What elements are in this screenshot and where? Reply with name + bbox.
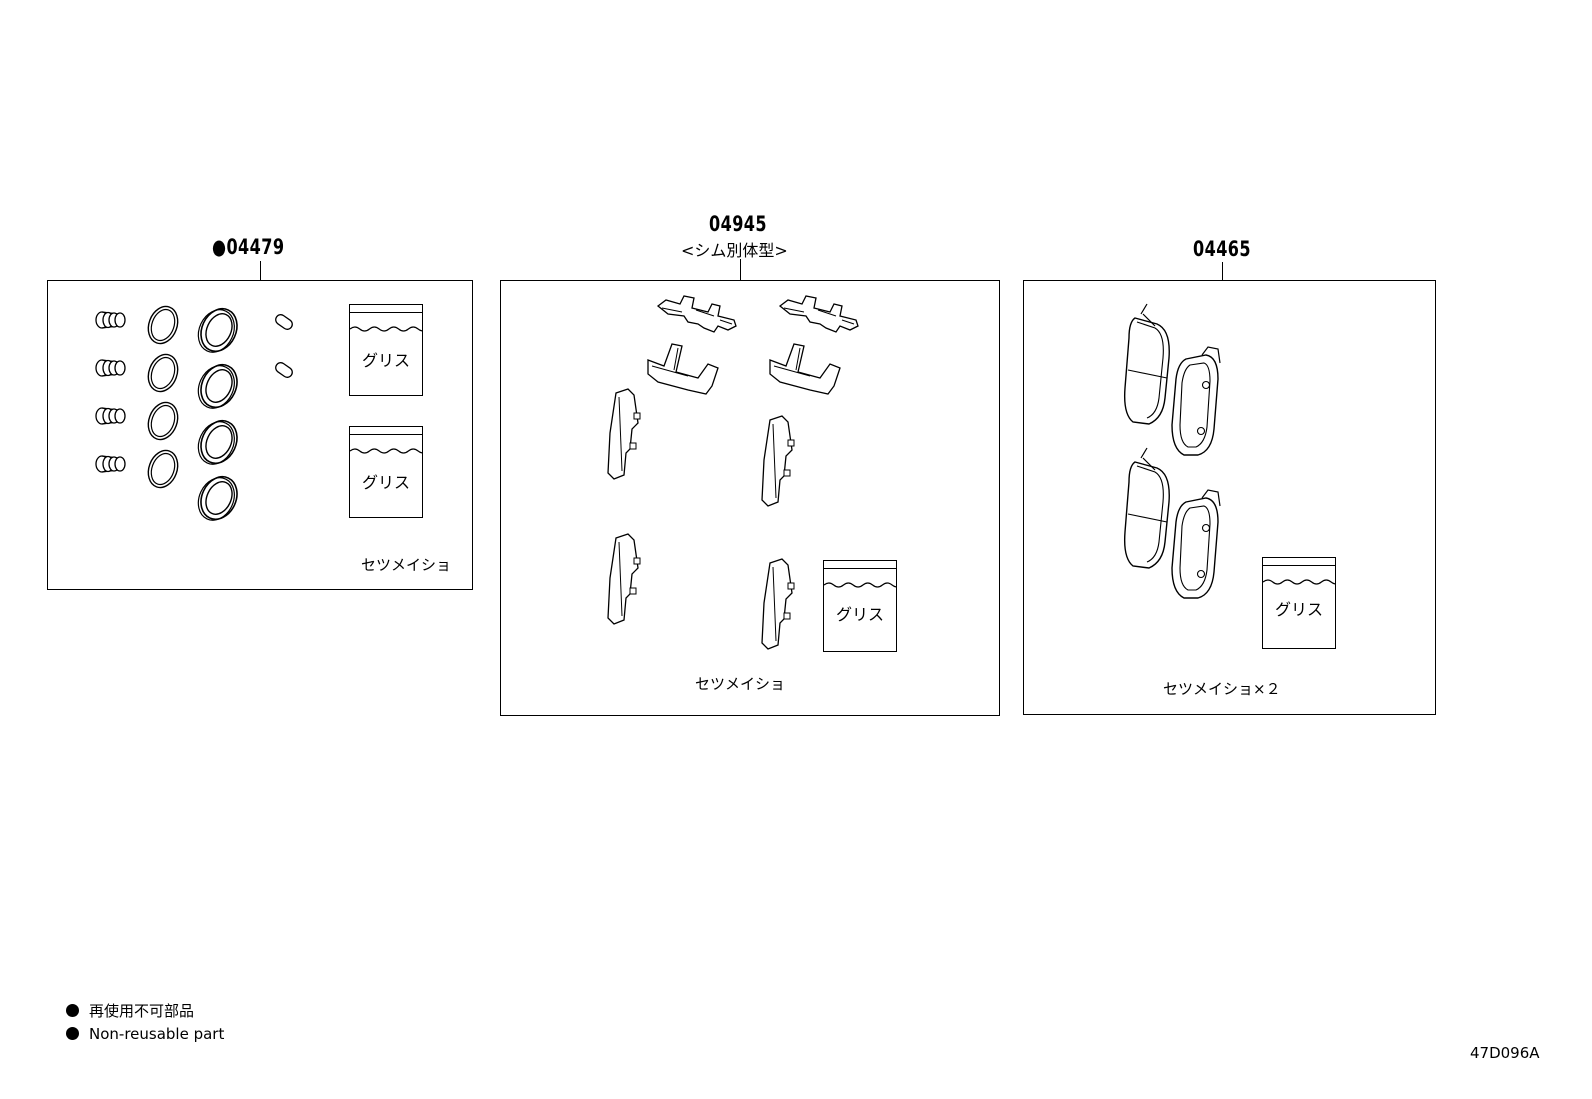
grease-label: グリス — [835, 605, 884, 624]
kit-1-part-number[interactable]: ●04479 — [212, 235, 285, 259]
kit-2-box — [500, 280, 1000, 716]
diagram-id: 47D096A — [1470, 1044, 1540, 1062]
grease-label: グリス — [361, 351, 410, 370]
legend-en-text: Non-reusable part — [89, 1025, 225, 1043]
non-reusable-dot-icon — [66, 1004, 79, 1017]
kit-2-grease-pack: グリス — [823, 560, 897, 652]
kit-2-subtitle: <シム別体型> — [681, 241, 788, 260]
kit-1-box — [47, 280, 473, 590]
kit-1-grease-pack-1: グリス — [349, 304, 423, 396]
legend-en: Non-reusable part — [66, 1025, 224, 1043]
kit-2-manual-label: セツメイショ — [695, 675, 786, 693]
kit-3-leader-line — [1222, 262, 1223, 280]
legend-ja: 再使用不可部品 — [66, 1000, 194, 1021]
grease-label: グリス — [1274, 600, 1323, 619]
kit-2-part-number[interactable]: 04945 — [709, 212, 767, 236]
kit-3-part-number[interactable]: 04465 — [1193, 237, 1251, 261]
kit-3-manual-label: セツメイショ×２ — [1163, 680, 1281, 698]
kit-1-manual-label: セツメイショ — [361, 556, 452, 574]
kit-1-leader-line — [260, 261, 261, 280]
kit-3-box — [1023, 280, 1436, 715]
grease-label: グリス — [361, 473, 410, 492]
kit-3-grease-pack: グリス — [1262, 557, 1336, 649]
kit-1-grease-pack-2: グリス — [349, 426, 423, 518]
kit-2-leader-line — [740, 259, 741, 280]
legend-ja-text: 再使用不可部品 — [89, 1002, 195, 1020]
non-reusable-dot-icon — [66, 1027, 79, 1040]
